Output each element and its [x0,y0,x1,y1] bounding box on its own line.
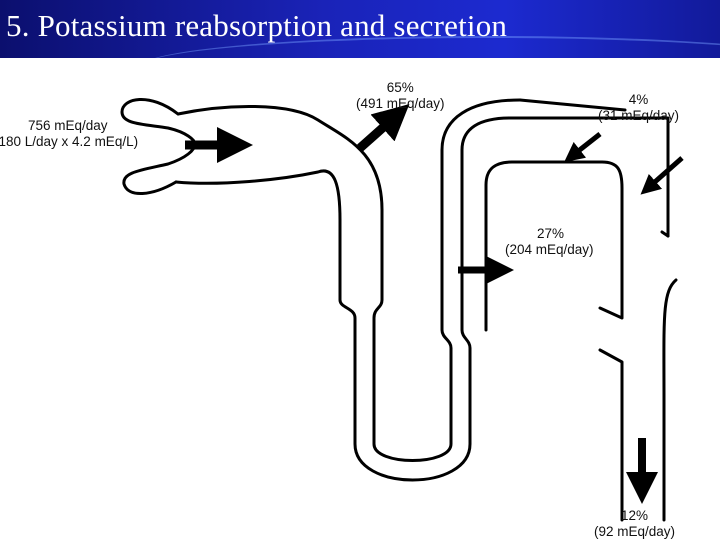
proximal-reabsorption-arrow [357,104,410,152]
excretion-label: 12% (92 mEq/day) [594,508,676,539]
distal-secretion-arrow [640,156,684,195]
nephron-svg [120,98,684,522]
descending-limb-outer [338,116,670,482]
distal-reabsorption-label: 4% (31 mEq/day) [598,92,680,123]
distal-top-edge [518,98,627,112]
filtered-load-label: 756 mEq/day (180 L/day x 4.2 mEq/L) [0,118,139,149]
distal-reabsorption-arrow [564,132,602,163]
collecting-duct-top-right [660,230,670,238]
proximal-reabsorption-label: 65% (491 mEq/day) [356,80,445,111]
proximal-tubule-lower-wall [174,169,342,222]
descending-limb-inner [372,98,522,462]
header-swoosh-decoration [140,36,720,58]
slide-header: 5. Potassium reabsorption and secretion [0,0,720,58]
loop-reabsorption-label: 27% (204 mEq/day) [505,226,594,257]
collecting-duct-right-wall [662,278,678,522]
distal-tubule-inner-wall [484,160,624,332]
collecting-duct-left-wall [598,348,624,522]
proximal-tubule-upper-wall [176,104,384,212]
nephron-diagram: 756 mEq/day (180 L/day x 4.2 mEq/L) 65% … [0,58,720,540]
slide-title: 5. Potassium reabsorption and secretion [6,8,508,43]
